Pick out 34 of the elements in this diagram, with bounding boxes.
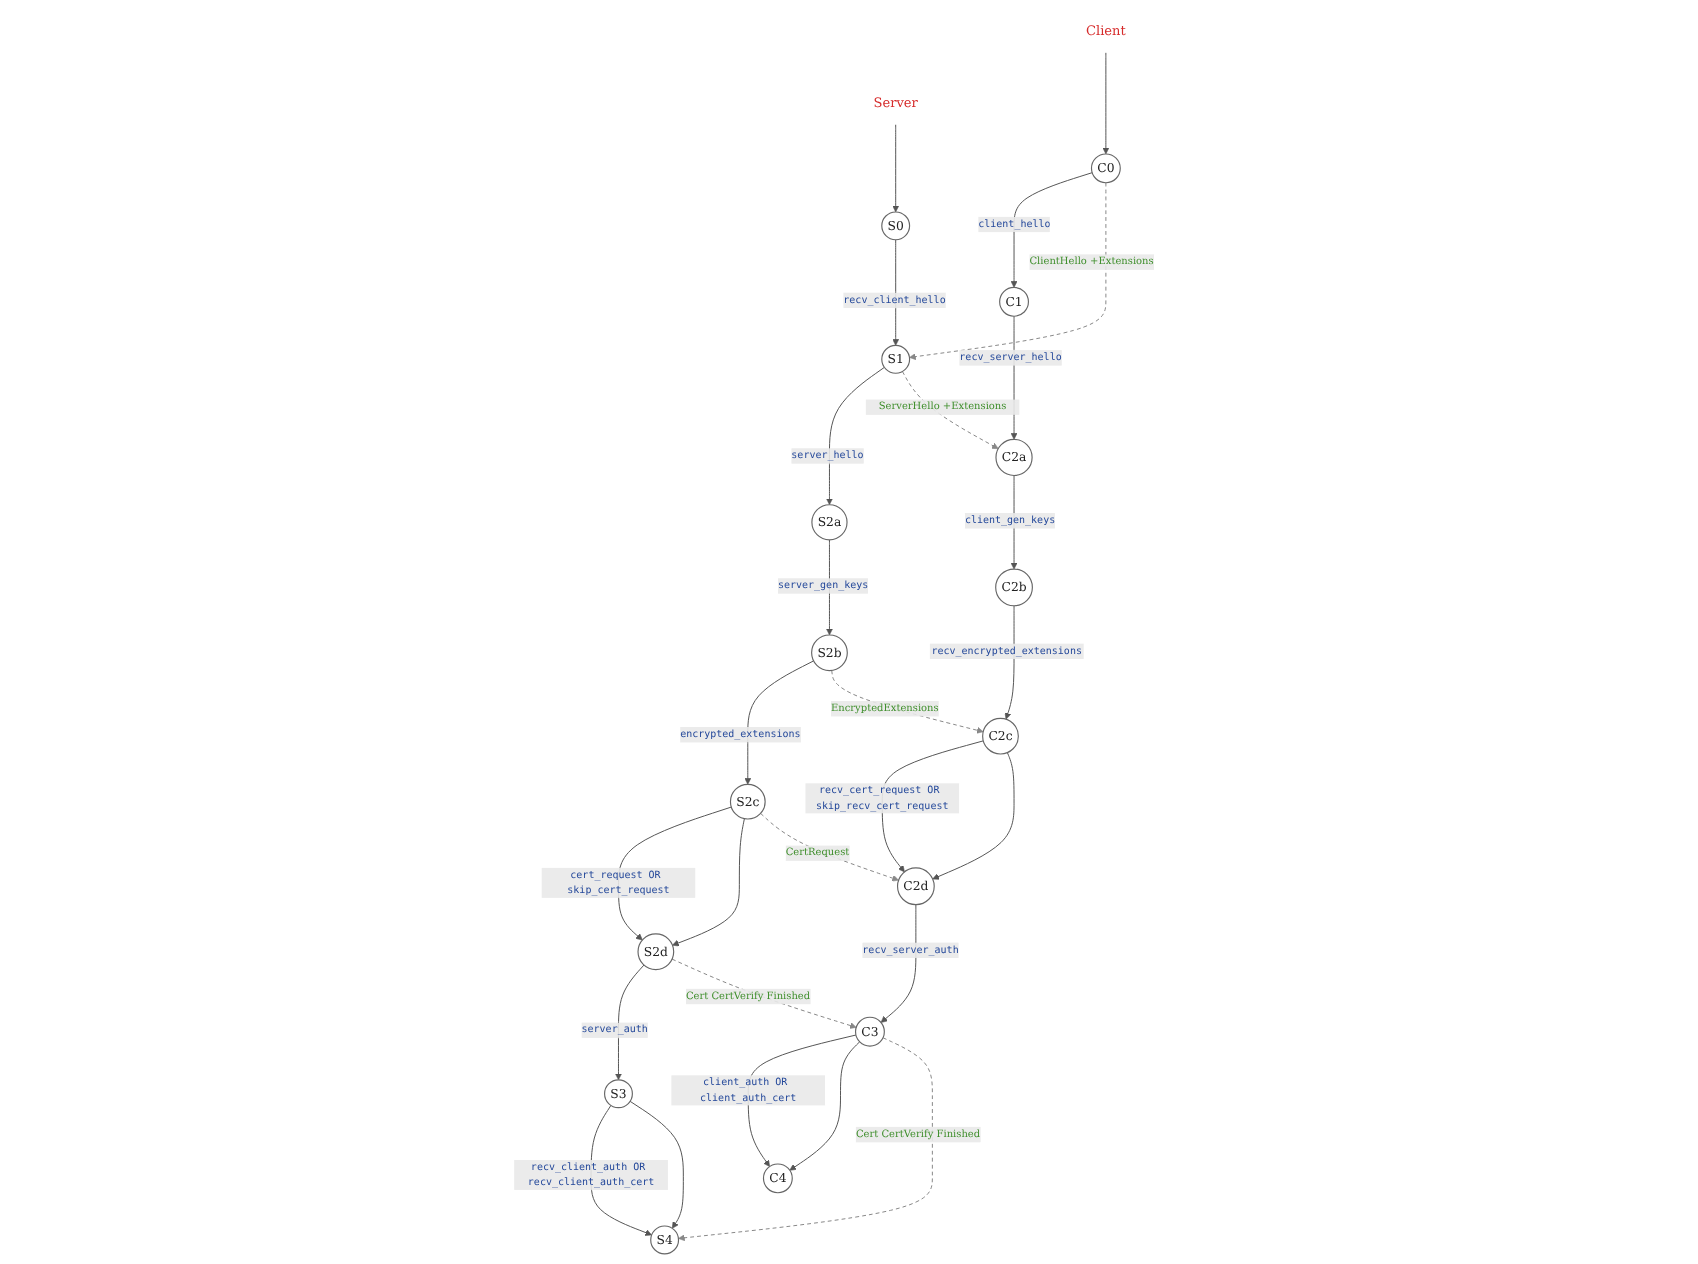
arrow [826,366,886,505]
node-circle [604,1079,634,1109]
arrow [909,182,1108,360]
node-circle [763,1163,794,1194]
arrow [1005,605,1016,720]
arrow [615,964,646,1081]
arrow [1103,52,1110,155]
arrow [745,660,815,785]
arrow [1011,172,1094,288]
arrow [672,958,858,1029]
node-circle [638,933,675,971]
arrow [881,904,918,1023]
node-circle [881,211,911,241]
node-circle [996,438,1034,477]
node-circle [650,1225,680,1255]
node-circle [897,867,936,906]
node-circle [999,286,1030,317]
arrow [831,670,985,734]
arrow [790,1041,861,1171]
node-circle [982,717,1020,755]
node-circle [811,634,849,672]
node-circle [881,344,911,374]
arrow [760,812,900,882]
arrow [678,1037,934,1242]
node-circle [812,504,849,541]
arrow [672,818,746,947]
node-circle [995,568,1034,607]
arrow [933,752,1016,880]
node-circle [855,1016,886,1047]
arrow [893,124,900,213]
node-circle [1091,153,1122,184]
arrow [630,1100,685,1229]
arrow [902,371,1000,449]
node-circle [730,783,767,820]
